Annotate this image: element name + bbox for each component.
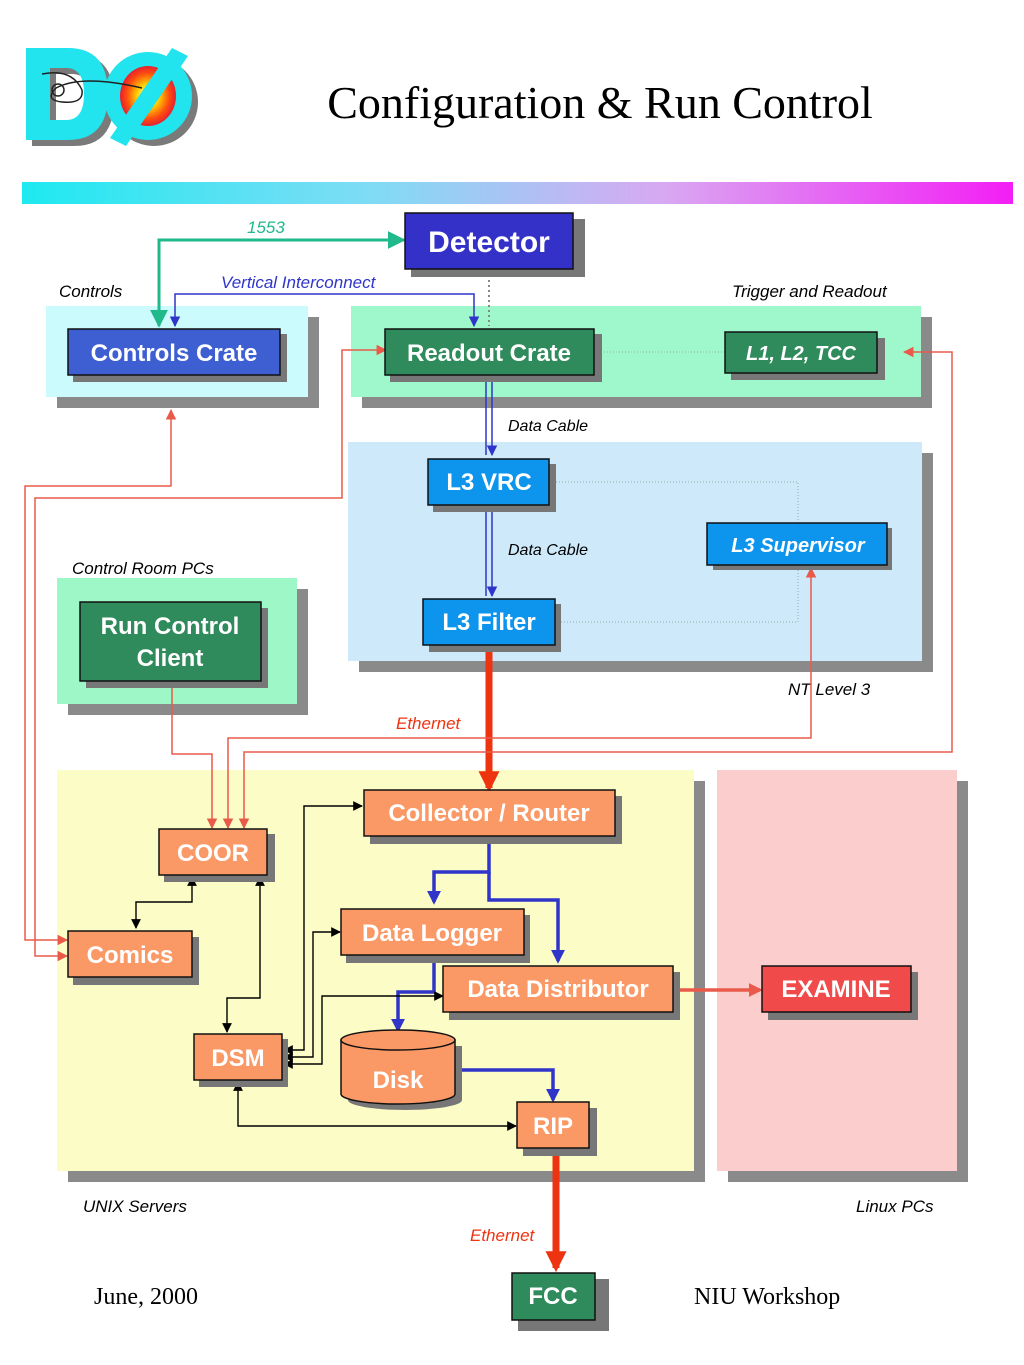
- label-data-cable-1: Data Cable: [508, 418, 588, 435]
- svg-text:EXAMINE: EXAMINE: [781, 976, 890, 1003]
- node-fcc: FCC: [511, 1272, 609, 1331]
- svg-text:FCC: FCC: [528, 1283, 577, 1310]
- svg-text:RIP: RIP: [533, 1113, 573, 1140]
- link-runcontrol-coor: [171, 682, 218, 830]
- d0-logo: [26, 48, 198, 146]
- node-collector-router: Collector / Router: [363, 789, 622, 844]
- footer-event: NIU Workshop: [694, 1284, 841, 1310]
- svg-text:L3 Supervisor: L3 Supervisor: [731, 535, 866, 557]
- node-coor: COOR: [158, 828, 275, 882]
- node-l3-supervisor: L3 Supervisor: [706, 522, 892, 570]
- label-nt-level3: NT Level 3: [788, 680, 871, 699]
- svg-text:DSM: DSM: [211, 1045, 264, 1072]
- svg-text:Disk: Disk: [373, 1067, 424, 1094]
- svg-text:Readout Crate: Readout Crate: [407, 340, 571, 367]
- link-vertical-interconnect: [169, 293, 480, 328]
- label-unix-servers: UNIX Servers: [83, 1197, 187, 1216]
- slide-title: Configuration & Run Control: [327, 77, 873, 128]
- svg-text:L1, L2, TCC: L1, L2, TCC: [746, 343, 857, 365]
- node-dsm: DSM: [193, 1033, 288, 1087]
- label-data-cable-2: Data Cable: [508, 542, 588, 559]
- node-run-control-client: Run Control Client: [79, 601, 268, 688]
- label-ethernet-1: Ethernet: [396, 714, 462, 733]
- node-detector: Detector: [404, 212, 585, 277]
- label-controls: Controls: [59, 282, 123, 301]
- node-comics: Comics: [67, 930, 199, 985]
- node-readout-crate: Readout Crate: [384, 328, 602, 382]
- svg-text:Detector: Detector: [428, 226, 550, 259]
- label-trigger-readout: Trigger and Readout: [732, 282, 888, 301]
- node-rip: RIP: [516, 1101, 597, 1156]
- link-distributor-dsm: [283, 991, 444, 1069]
- node-disk: Disk: [340, 1029, 462, 1110]
- svg-text:Client: Client: [137, 645, 204, 672]
- node-l1-l2-tcc: L1, L2, TCC: [724, 331, 885, 380]
- flow-collector-distributor: [487, 872, 565, 964]
- link-coor-comics: [131, 876, 197, 929]
- link-coor-l1l2: [238, 346, 953, 830]
- svg-text:Controls Crate: Controls Crate: [91, 340, 258, 367]
- node-data-logger: Data Logger: [340, 908, 530, 963]
- link-1553: [150, 231, 406, 328]
- flow-disk-rip: [458, 1068, 560, 1103]
- node-l3-vrc: L3 VRC: [427, 458, 556, 512]
- svg-text:Data Logger: Data Logger: [362, 920, 502, 947]
- node-controls-crate: Controls Crate: [67, 328, 287, 382]
- link-coor-dsm: [222, 876, 265, 1033]
- node-examine: EXAMINE: [761, 965, 918, 1020]
- region-linux-pcs: [717, 770, 968, 1182]
- svg-text:Comics: Comics: [87, 942, 174, 969]
- svg-text:L3 VRC: L3 VRC: [446, 469, 531, 496]
- svg-text:Collector / Router: Collector / Router: [388, 800, 589, 827]
- label-linux-pcs: Linux PCs: [856, 1197, 934, 1216]
- svg-text:COOR: COOR: [177, 840, 249, 867]
- link-dsm-rip: [233, 1081, 517, 1131]
- node-l3-filter: L3 Filter: [422, 598, 561, 652]
- flow-collector-logger: [427, 838, 491, 905]
- label-ethernet-2: Ethernet: [470, 1226, 536, 1245]
- label-vertical-interconnect: Vertical Interconnect: [221, 273, 377, 292]
- label-1553: 1553: [247, 218, 285, 237]
- svg-text:Data Distributor: Data Distributor: [467, 976, 648, 1003]
- title-rule: [22, 182, 1013, 204]
- node-data-distributor: Data Distributor: [442, 965, 680, 1020]
- label-control-room: Control Room PCs: [72, 559, 214, 578]
- footer-date: June, 2000: [94, 1284, 198, 1310]
- svg-text:Run Control: Run Control: [101, 613, 240, 640]
- svg-text:L3 Filter: L3 Filter: [442, 609, 535, 636]
